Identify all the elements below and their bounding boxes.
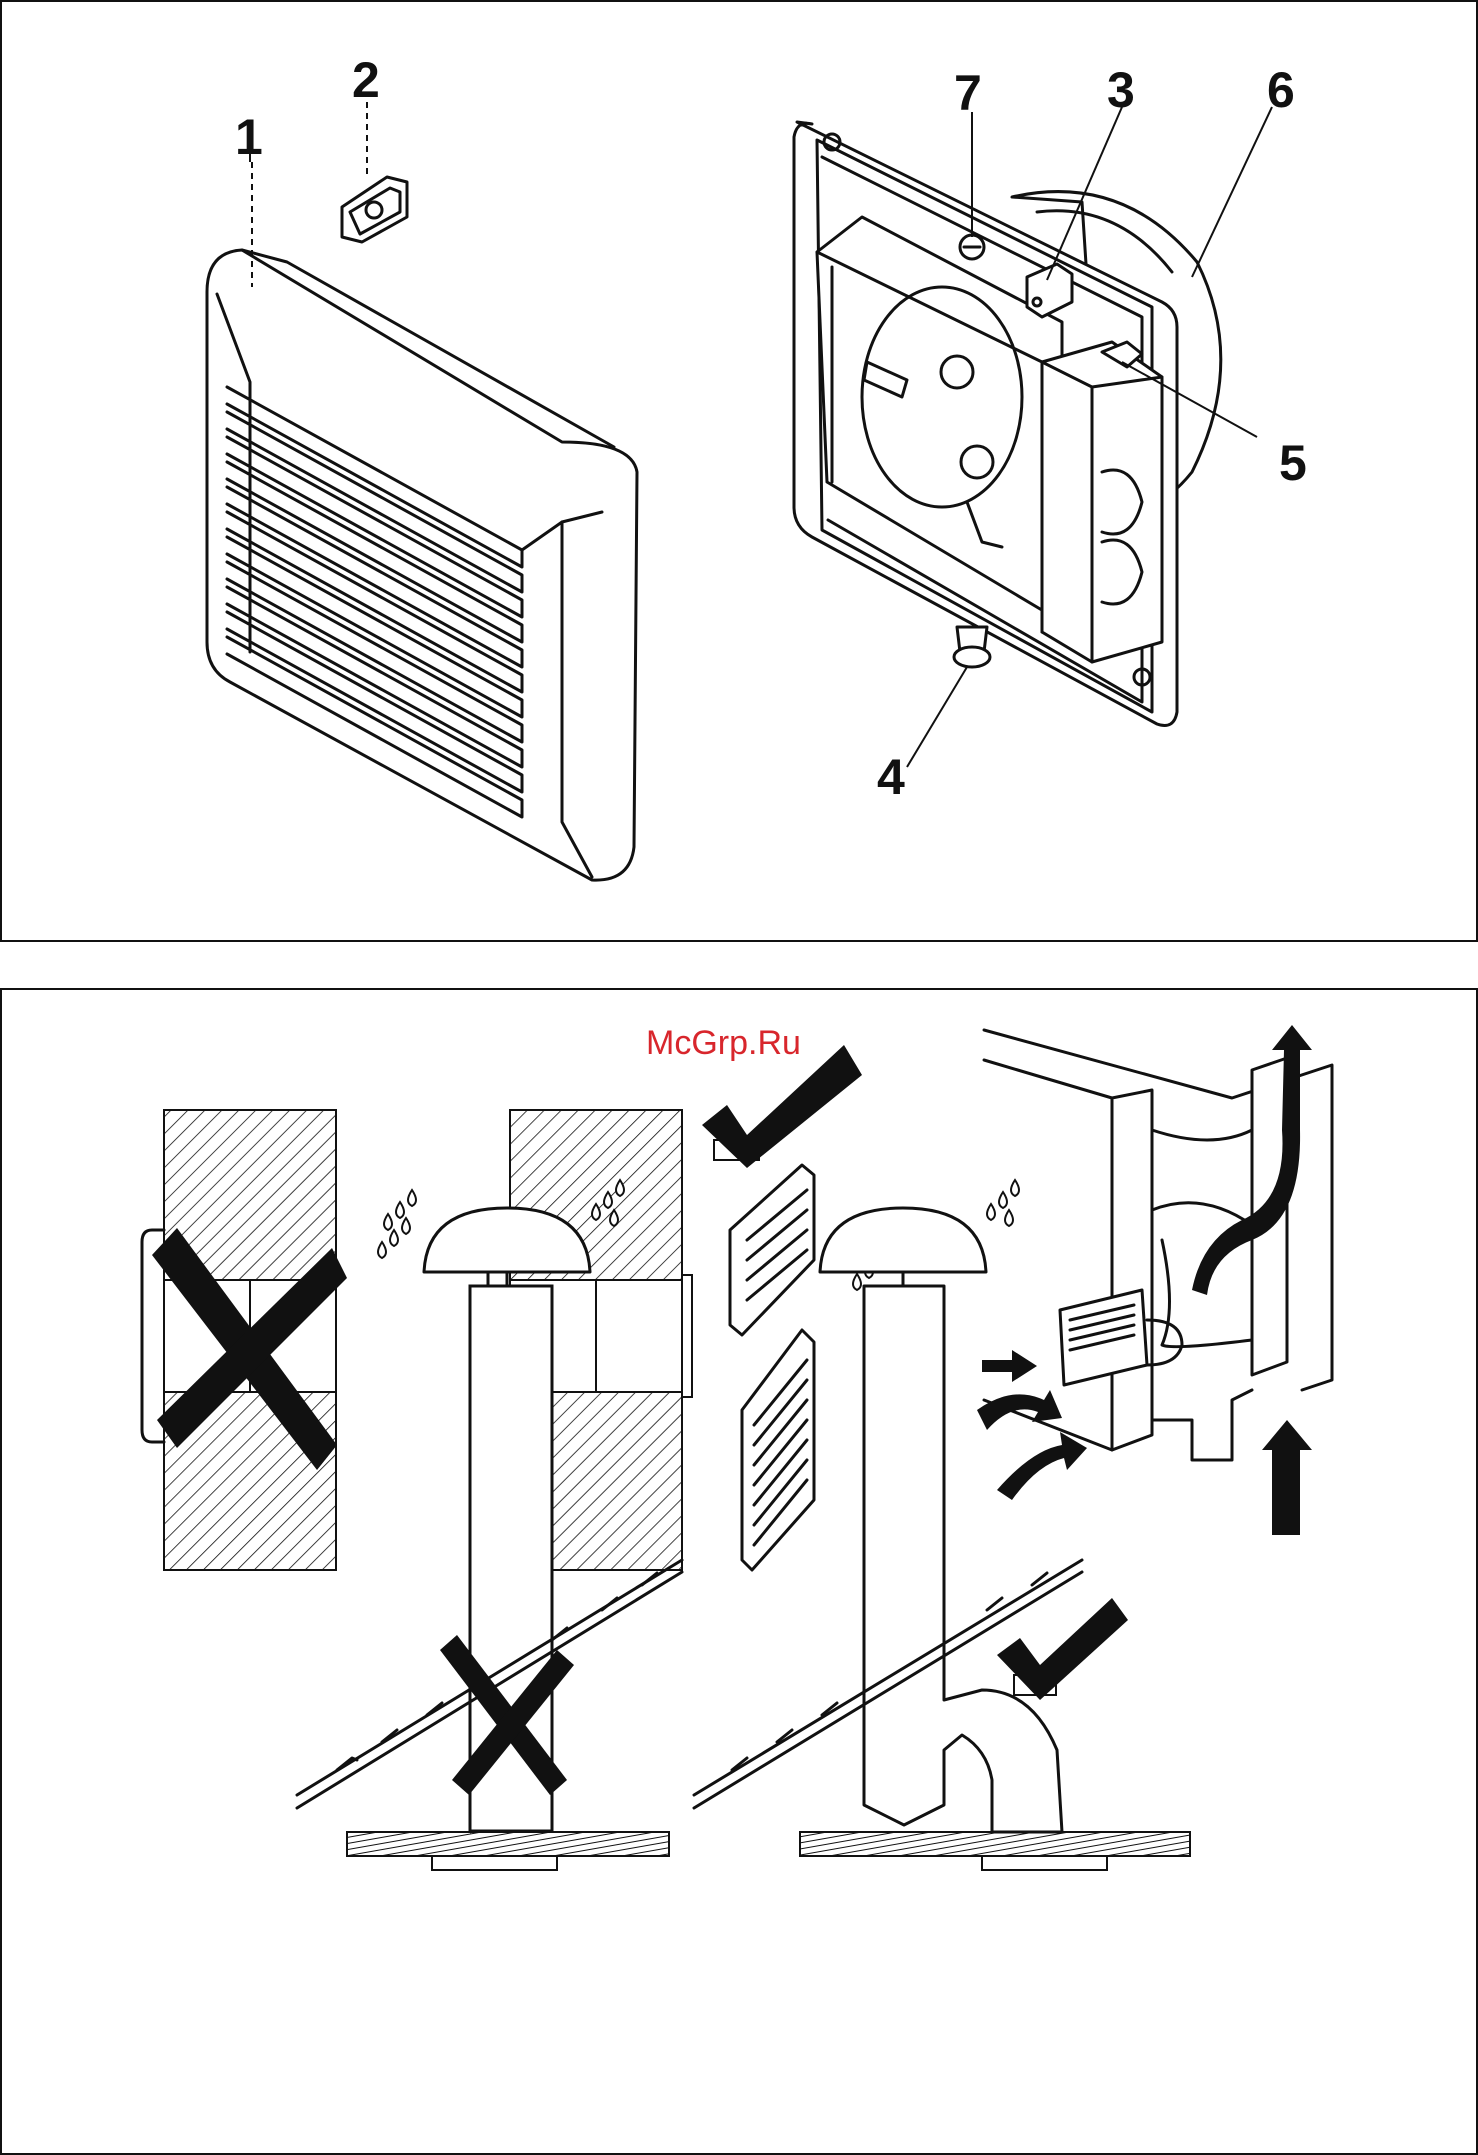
water-drops-icon xyxy=(378,1190,416,1258)
callout-4: 4 xyxy=(877,749,905,805)
check-mark-icon xyxy=(702,1045,862,1168)
callout-1: 1 xyxy=(235,109,263,165)
callout-5: 5 xyxy=(1279,435,1307,491)
installation-drawings: McGrp.Ru xyxy=(2,990,1476,2153)
filter-clip xyxy=(342,102,407,242)
water-drops-icon xyxy=(987,1180,1019,1226)
exploded-view-panel: 1 2 3 4 5 6 7 xyxy=(0,0,1478,942)
fan-housing xyxy=(794,107,1272,767)
ventilation-duct-airflow xyxy=(977,1025,1332,1535)
front-grille-cover xyxy=(207,132,637,880)
wall-wrong-installation xyxy=(142,1110,416,1570)
fan-parts-drawing: 1 2 3 4 5 6 7 xyxy=(2,2,1476,940)
callout-3: 3 xyxy=(1107,62,1135,118)
callout-6: 6 xyxy=(1267,62,1295,118)
installation-guidance-panel: McGrp.Ru xyxy=(0,988,1478,2155)
callout-2: 2 xyxy=(352,52,380,108)
callout-7: 7 xyxy=(954,65,982,121)
watermark-text: McGrp.Ru xyxy=(646,1024,801,1062)
